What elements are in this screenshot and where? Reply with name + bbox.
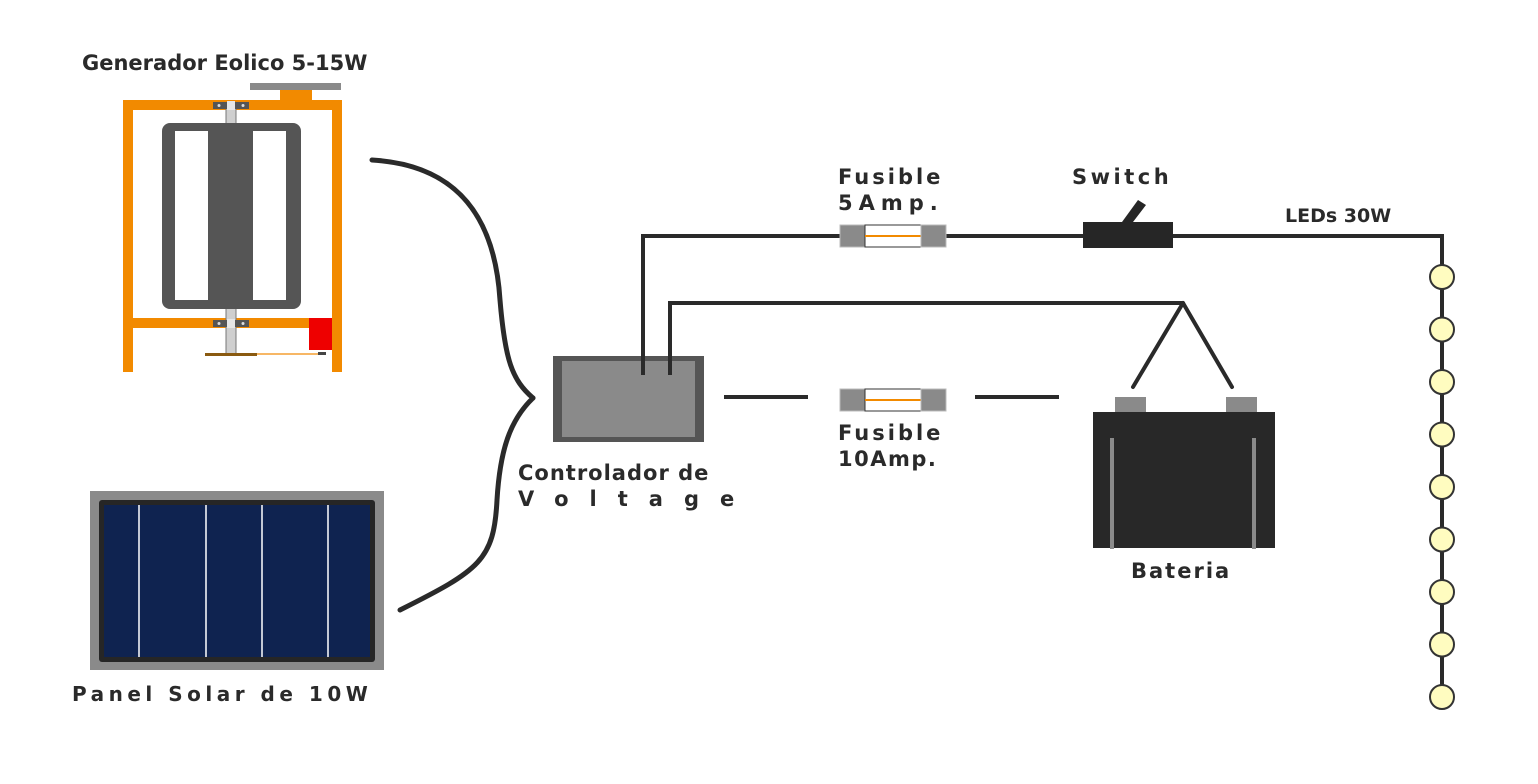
led-string: LEDs 30W bbox=[1285, 205, 1455, 710]
generator-tail-vane bbox=[250, 83, 341, 90]
generator-base-plate bbox=[205, 353, 257, 356]
switch-body[interactable] bbox=[1083, 222, 1173, 248]
wire-junction-to-battery-pos bbox=[1181, 301, 1234, 389]
fuse-5amp-label-line2: 5Amp. bbox=[838, 191, 944, 215]
led-6 bbox=[1429, 526, 1455, 553]
controller-label-line2: Voltage bbox=[518, 487, 755, 511]
led-2 bbox=[1429, 316, 1455, 343]
generator-blade-right bbox=[253, 131, 286, 300]
fuse-10amp-label-line2: 10Amp. bbox=[838, 447, 937, 471]
led-1 bbox=[1429, 264, 1455, 290]
switch[interactable]: Switch bbox=[1072, 165, 1173, 248]
solar-panel-cells bbox=[104, 505, 370, 657]
leds-label: LEDs 30W bbox=[1285, 205, 1391, 227]
generator-blade-left bbox=[175, 131, 208, 300]
led-5 bbox=[1429, 474, 1455, 500]
battery-terminal-negative bbox=[1115, 397, 1146, 413]
wire-generator-to-controller bbox=[369, 157, 536, 401]
led-4 bbox=[1429, 421, 1455, 448]
wire-controller-to-battery-junction bbox=[668, 301, 1183, 375]
switch-label: Switch bbox=[1072, 165, 1172, 189]
wind-generator: Generador Eolico 5-15W bbox=[82, 51, 367, 372]
battery-label: Bateria bbox=[1131, 559, 1231, 583]
switch-lever[interactable] bbox=[1122, 200, 1146, 222]
battery-terminal-positive bbox=[1226, 397, 1257, 413]
led-8 bbox=[1429, 631, 1455, 658]
led-3 bbox=[1429, 369, 1455, 395]
battery-body bbox=[1093, 412, 1275, 548]
led-7 bbox=[1429, 579, 1455, 605]
generator-brake bbox=[309, 318, 332, 350]
generator-frame-right bbox=[332, 100, 342, 372]
battery: Bateria bbox=[1093, 397, 1275, 583]
solar-panel-label: Panel Solar de 10W bbox=[72, 682, 372, 706]
controller-label-line1: Controlador de bbox=[518, 461, 709, 485]
wind-generator-label: Generador Eolico 5-15W bbox=[82, 51, 367, 75]
wire-controller-to-fuse-load bbox=[641, 234, 840, 375]
generator-vane-mount bbox=[280, 90, 312, 101]
fuse-5amp: Fusible 5Amp. bbox=[838, 165, 947, 248]
solar-panel: Panel Solar de 10W bbox=[72, 491, 384, 706]
wire-junction-to-battery-neg bbox=[1131, 301, 1185, 389]
fuse-10amp: Fusible 10Amp. bbox=[838, 388, 947, 471]
generator-frame-left bbox=[123, 100, 133, 372]
fuse-10amp-label-line1: Fusible bbox=[838, 421, 943, 445]
led-9 bbox=[1429, 684, 1455, 710]
fuse-5amp-label-line1: Fusible bbox=[838, 165, 943, 189]
voltage-controller: Controlador de Voltage bbox=[518, 356, 755, 511]
wire-solar-to-controller bbox=[397, 395, 536, 613]
